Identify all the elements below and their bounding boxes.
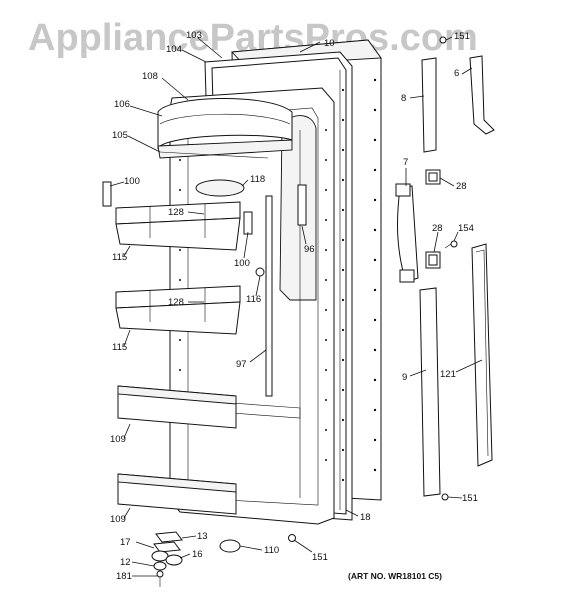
hinge-bracket-lower [425,251,441,269]
shelf-clip-upper [102,181,112,207]
callout-96: 96 [304,244,315,255]
callout-13: 13 [197,531,208,542]
rail-97 [265,195,273,397]
callout-106: 106 [114,99,130,110]
screw-154 [444,240,458,249]
handle-trim-9 [419,287,441,497]
callout-100: 100 [124,176,140,187]
callout-108: 108 [142,71,158,82]
hinge-cover-8 [421,57,437,153]
callout-8: 8 [401,93,406,104]
callout-17: 17 [120,537,131,548]
callout-154: 154 [458,223,474,234]
callout-110: 110 [264,545,279,556]
screw-181 [156,570,164,587]
callout-109-lower: 109 [110,514,126,525]
callout-128: 128 [168,207,184,218]
handle-7 [395,183,419,283]
callout-151: 151 [454,31,470,42]
callout-118: 118 [250,174,265,185]
callout-18: 18 [360,512,371,523]
bracket-12 [153,561,167,571]
callout-104: 104 [166,44,182,55]
callout-9: 9 [402,372,407,383]
bottom-hinge-17 [153,541,181,553]
callout-128-lower: 128 [168,297,184,308]
plug-110 [219,539,241,553]
callout-28: 28 [456,181,467,192]
door-bin-bottom [117,473,237,515]
callout-116: 116 [246,294,261,305]
callout-28-lower: 28 [432,223,443,234]
door-bin-lower [117,385,237,429]
callout-100-lower: 100 [234,258,250,269]
callout-115: 115 [112,252,127,263]
door-shelf-middle [115,285,241,335]
leader-lines [109,36,483,577]
handle-trim-6 [469,55,495,135]
callout-181: 181 [116,571,132,582]
handle-trim-121 [471,243,493,467]
callout-115-lower: 115 [112,342,127,353]
callout-12: 12 [120,557,131,568]
callout-97: 97 [236,359,247,370]
egg-tray [195,179,245,197]
callout-121: 121 [440,369,456,380]
callout-labels: 103 104 10 151 6 108 8 106 105 7 100 118… [110,30,478,582]
cam-16 [151,550,183,566]
door-shelf-upper [115,201,241,251]
cam-116 [255,267,265,277]
callout-6: 6 [454,68,459,79]
rail-96 [297,184,307,226]
screw-151-lower [441,493,449,501]
callout-151-lower: 151 [462,493,478,504]
shelf-clip-right [243,211,253,235]
screw-151-upper [439,36,447,44]
callout-151-bottom: 151 [312,552,328,563]
art-number: (ART NO. WR18101 C5) [348,571,442,581]
callout-103: 103 [186,30,202,41]
callout-7: 7 [403,157,408,168]
bottom-hinge-13 [155,531,183,543]
dairy-compartment-door [157,97,293,159]
callout-10: 10 [324,38,335,49]
callout-105: 105 [112,130,128,141]
screw-151-bottom [288,534,296,542]
callout-109: 109 [110,434,126,445]
hinge-bracket-upper [425,169,441,185]
callout-16: 16 [192,549,203,560]
